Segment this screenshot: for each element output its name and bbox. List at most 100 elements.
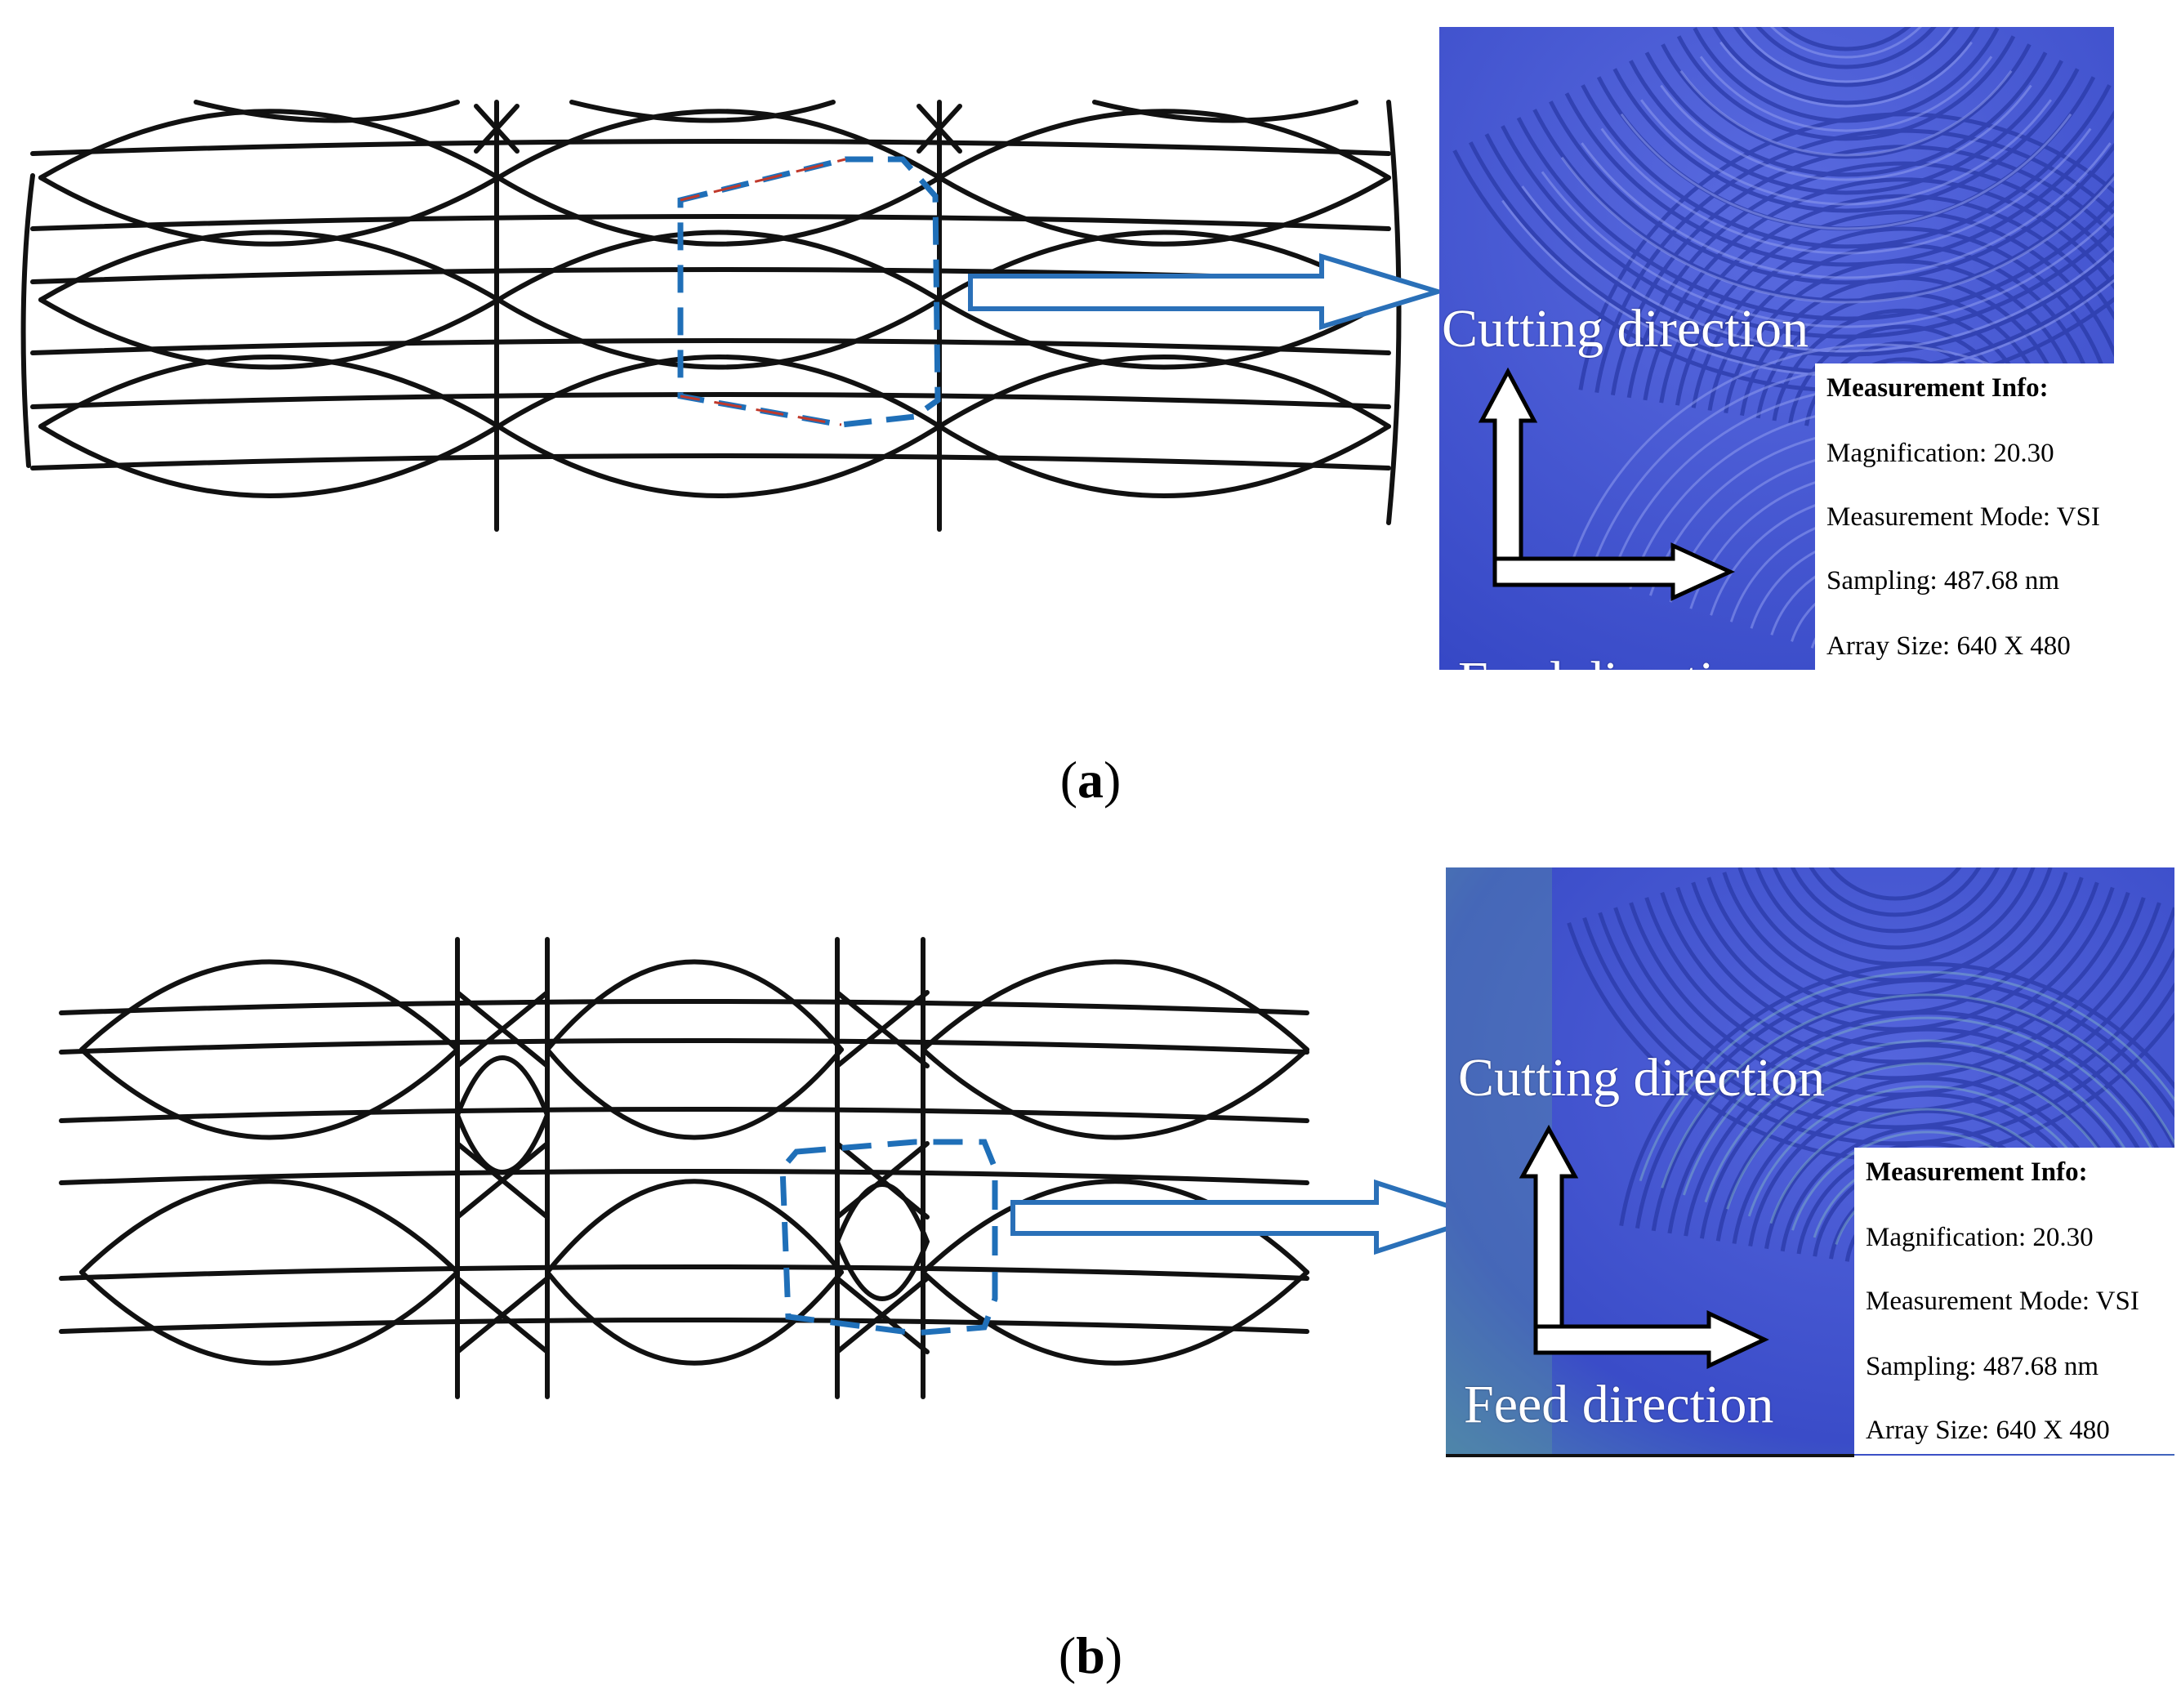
cross-mark	[455, 1276, 550, 1354]
tool-mark	[1772, 867, 2018, 950]
panel-b-info-sampling: Sampling: 487.68 nm	[1866, 1352, 2099, 1381]
tool-mark	[1691, 881, 2099, 1032]
tool-mark-highlight	[1739, 27, 1953, 83]
tool-arc	[496, 230, 942, 302]
panel-b-cutting-direction-label: Cutting direction	[1458, 1048, 1826, 1108]
panel-a-cutting-pattern	[20, 100, 1402, 532]
tool-arc	[545, 959, 844, 1052]
tool-arc	[496, 355, 942, 429]
tool-arc	[79, 1269, 460, 1366]
tool-mark-highlight	[1719, 41, 1973, 108]
feed-line	[30, 453, 1391, 470]
panel-a-info-magnification: Magnification: 20.30	[1826, 439, 2054, 468]
tool-mark	[1675, 210, 2114, 406]
tool-mark	[1675, 886, 2115, 1048]
panel-a-info-array: Array Size: 640 X 480	[1826, 631, 2071, 661]
panel-a-caption: (a)	[1059, 751, 1122, 809]
tool-arc	[545, 1179, 844, 1275]
tool-mark	[1790, 867, 2000, 934]
tool-arc	[921, 959, 1309, 1052]
tool-mark	[1644, 51, 2048, 177]
cross-mark	[455, 1141, 550, 1220]
tool-arc	[496, 297, 942, 370]
cross-mark	[474, 104, 520, 154]
tool-mark	[1755, 27, 1937, 69]
tool-mark-highlight	[1661, 993, 2174, 1188]
tool-arc	[937, 175, 1391, 247]
panel-b-feed-arrow	[1533, 1310, 1769, 1369]
tool-mark	[1661, 43, 2032, 159]
cross-mark	[835, 990, 930, 1068]
panel-a-feed-arrow	[1492, 542, 1736, 601]
cross-mark	[835, 1141, 930, 1220]
tool-mark-highlight	[1682, 1016, 2174, 1196]
tool-mark-highlight	[1568, 343, 2114, 570]
tool-mark	[1594, 128, 2114, 393]
tool-mark-highlight	[1560, 156, 2114, 304]
tool-mark-highlight	[1521, 185, 2114, 353]
tool-arc	[194, 100, 460, 123]
tool-mark	[1619, 961, 2174, 1226]
tool-mark-highlight	[1581, 142, 2112, 279]
tool-mark	[1809, 867, 1982, 917]
panel-a-zoom-arrow	[968, 252, 1447, 331]
tool-arc	[38, 175, 501, 247]
feed-line	[59, 1264, 1309, 1281]
overlap-lens	[835, 1182, 930, 1301]
feed-line	[30, 338, 1391, 355]
tool-mark	[1643, 177, 2114, 401]
tool-arc	[79, 1179, 460, 1275]
tool-mark-highlight	[1660, 84, 2032, 181]
tool-arc	[38, 424, 501, 498]
tool-mark-highlight	[1639, 970, 2174, 1182]
feed-line	[59, 999, 1309, 1015]
panel-b-info-title: Measurement Info:	[1866, 1157, 2088, 1187]
tool-mark	[1635, 978, 2174, 1229]
panel-a-info-mode: Measurement Mode: VSI	[1826, 502, 2100, 532]
panel-b-direction-axes	[1519, 1124, 1769, 1369]
tool-arc	[38, 109, 501, 181]
tool-arc	[937, 355, 1391, 429]
tool-mark	[1564, 92, 2114, 267]
panel-a-cutting-arrow	[1478, 367, 1538, 574]
panel-b-info-magnification: Magnification: 20.30	[1866, 1223, 2094, 1252]
tool-arc	[569, 100, 836, 123]
feed-line	[59, 1038, 1309, 1055]
panel-b-selection-region	[779, 1139, 998, 1336]
feed-line	[30, 214, 1391, 231]
tool-arc	[937, 297, 1391, 370]
edge-arc	[1386, 100, 1402, 525]
panel-a-measurement-info: Measurement Info: Magnification: 20.30 M…	[1815, 363, 2114, 670]
panel-b-info-mode: Measurement Mode: VSI	[1866, 1287, 2139, 1316]
tool-mark	[1549, 100, 2114, 285]
feed-line	[59, 1107, 1309, 1123]
tool-arc	[921, 1047, 1309, 1140]
tool-mark	[1598, 912, 2174, 1130]
tool-mark	[1828, 867, 1962, 901]
panel-a-direction-axes	[1478, 367, 1736, 601]
tool-arc	[545, 1047, 844, 1140]
tool-mark	[1699, 1043, 2156, 1239]
tool-arc	[496, 175, 942, 247]
panel-b-info-array: Array Size: 640 X 480	[1866, 1416, 2110, 1445]
panel-a-selection-red-accent	[680, 158, 846, 426]
edge-arc	[20, 173, 35, 468]
tool-mark	[1516, 117, 2114, 321]
tool-mark	[1667, 1010, 2174, 1234]
tool-mark	[1659, 194, 2114, 404]
tool-arc	[921, 1269, 1309, 1366]
tool-mark	[1578, 112, 2114, 390]
panel-a-cutting-direction-label: Cutting direction	[1442, 299, 1809, 359]
tool-arc	[937, 109, 1391, 181]
tool-mark	[1733, 27, 1960, 87]
tool-mark	[1582, 916, 2174, 1146]
tool-arc	[38, 297, 501, 370]
tool-mark-highlight	[1704, 1039, 2152, 1203]
tool-mark	[1660, 891, 2130, 1064]
tool-mark	[1629, 902, 2161, 1097]
tool-arc	[38, 355, 501, 429]
tool-mark	[1532, 109, 2114, 303]
tool-mark-highlight	[1541, 171, 2114, 328]
panel-a-info-sampling: Sampling: 487.68 nm	[1826, 566, 2060, 595]
tool-mark	[1581, 84, 2112, 249]
